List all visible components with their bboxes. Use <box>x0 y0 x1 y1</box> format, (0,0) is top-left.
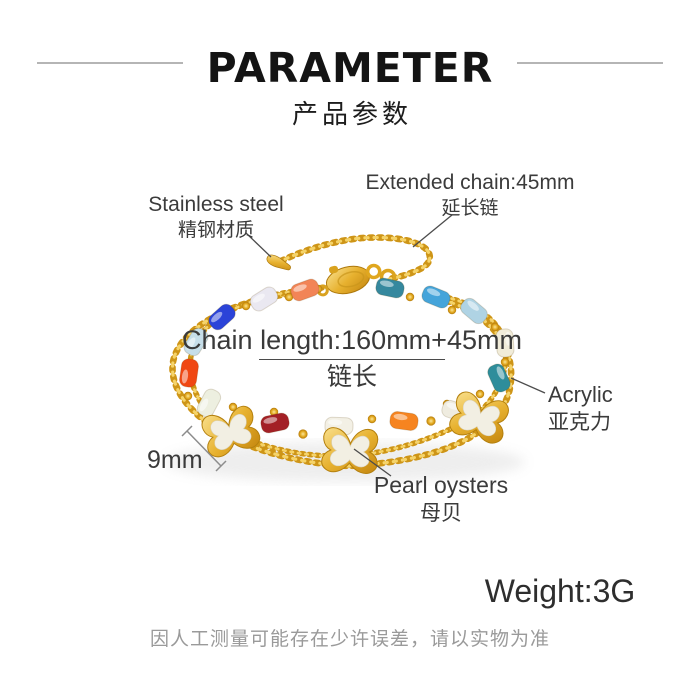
bead <box>249 286 279 312</box>
leader-extended-chain <box>412 214 453 248</box>
bead <box>208 303 236 331</box>
callout-pearl-oysters-en: Pearl oysters <box>373 472 509 498</box>
callout-acrylic-zh: 亚克力 <box>548 410 611 434</box>
chain-tail-pin <box>266 254 291 271</box>
bead <box>375 277 405 299</box>
leader-acrylic <box>510 377 546 394</box>
callout-pearl-oysters: Pearl oysters 母贝 <box>373 472 509 525</box>
callout-stainless-steel-en: Stainless steel <box>148 193 284 216</box>
page-title: PARAMETER <box>206 44 494 92</box>
callout-chain-length: Chain length:160mm+45mm 链长 <box>182 325 522 391</box>
callout-stainless-steel: Stainless steel 精钢材质 <box>148 193 283 241</box>
bead <box>196 388 222 418</box>
bead <box>183 327 209 357</box>
chain-length-underline <box>259 359 445 361</box>
measure-9mm <box>181 425 227 472</box>
callout-charm-size-value: 9mm <box>147 446 203 474</box>
lobster-clasp <box>316 263 382 297</box>
callout-stainless-steel-zh: 精钢材质 <box>177 219 254 241</box>
disclaimer-text: 因人工测量可能存在少许误差，请以实物为准 <box>149 629 551 650</box>
callout-extended-chain-en: Extended chain:45mm <box>365 171 575 194</box>
bead <box>495 328 515 358</box>
callout-pearl-oysters-zh: 母贝 <box>420 501 462 525</box>
callout-extended-chain-zh: 延长链 <box>441 197 499 219</box>
callout-acrylic-en: Acrylic <box>548 382 613 407</box>
outer-chain <box>169 289 515 470</box>
callout-extended-chain: Extended chain:45mm 延长链 <box>366 171 575 219</box>
bead <box>460 297 488 325</box>
callout-acrylic: Acrylic 亚克力 <box>548 382 613 434</box>
bead <box>389 411 419 431</box>
bead <box>421 285 451 309</box>
weight-value: Weight:3G <box>484 573 636 609</box>
leader-stainless-steel <box>245 232 272 258</box>
callout-charm-size: 9mm <box>147 446 203 474</box>
callout-chain-length-zh: 链长 <box>326 363 377 392</box>
bead <box>260 412 290 434</box>
title-divider-left <box>37 62 183 64</box>
leader-pearl-oysters <box>353 448 392 477</box>
bead <box>179 358 199 388</box>
bead <box>487 363 511 393</box>
title-divider-right <box>517 62 663 64</box>
page-subtitle: 产品参数 <box>291 100 413 129</box>
extension-chain <box>277 234 434 283</box>
callout-chain-length-en: Chain length:160mm+45mm <box>182 325 522 355</box>
bead <box>290 278 320 302</box>
